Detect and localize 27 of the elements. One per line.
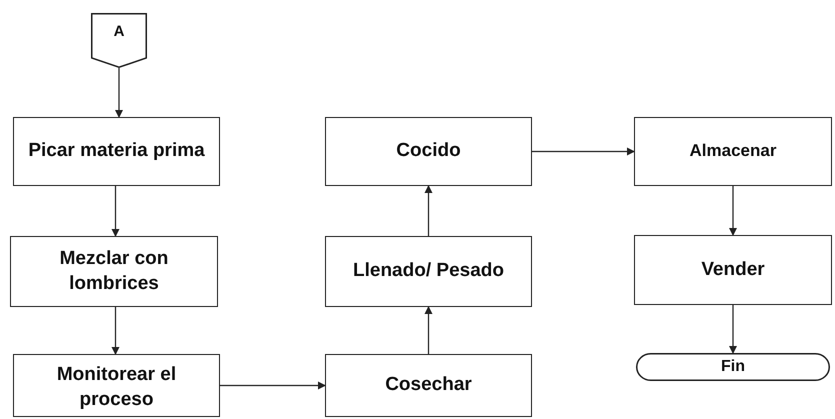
process-box	[325, 117, 532, 186]
process-box	[634, 235, 832, 305]
step-label: Llenado/ Pesado	[353, 259, 504, 284]
arrow	[729, 186, 737, 236]
step-label: Monitorear el proceso	[56, 362, 178, 412]
process-box	[13, 354, 220, 417]
process-box	[325, 354, 532, 417]
step-label: Vender	[701, 258, 765, 282]
arrow	[112, 186, 120, 237]
arrow	[424, 185, 432, 236]
arrow	[424, 306, 432, 354]
process-box	[634, 117, 832, 186]
process-box	[10, 236, 218, 307]
arrow	[220, 382, 326, 390]
step-label: Almacenar	[690, 140, 776, 162]
step-label: Cocido	[396, 139, 461, 164]
step-label: Cosechar	[385, 373, 472, 398]
arrow	[729, 305, 737, 354]
step-label: A	[114, 22, 124, 42]
arrow	[532, 148, 635, 156]
process-box	[325, 236, 532, 307]
step-label: Fin	[721, 356, 745, 377]
arrow	[112, 307, 120, 355]
step-label: Picar materia prima	[28, 139, 205, 164]
step-label: Mezclar con lombrices	[58, 246, 170, 296]
process-box	[13, 117, 220, 186]
arrow	[115, 68, 123, 118]
